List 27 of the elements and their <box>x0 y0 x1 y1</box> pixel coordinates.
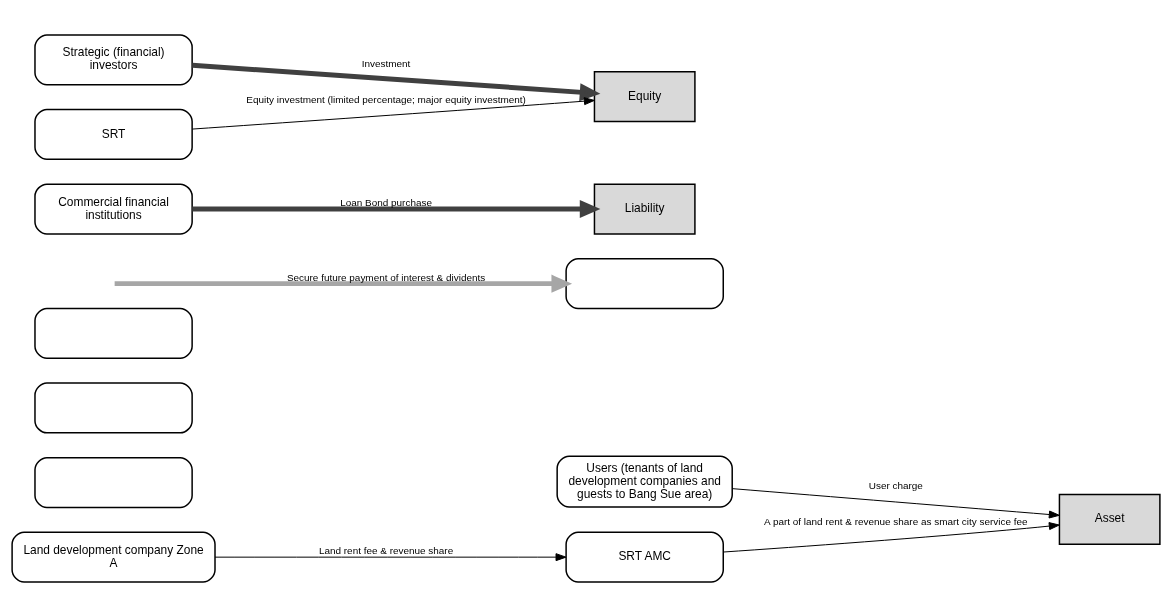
node-box: SRT <box>34 108 193 160</box>
node-box: Liability <box>593 182 696 235</box>
edge-label: User charge <box>868 479 923 491</box>
arrow <box>114 274 573 293</box>
node-box <box>34 307 193 359</box>
node-box: Users (tenants of land development companies and guests to Bang Sue area) <box>556 454 733 508</box>
edge-label: Secure future payment of interest & dividents <box>286 271 486 283</box>
node-box: Equity <box>593 70 696 122</box>
node-box: Land development company Zone A <box>11 531 216 583</box>
edge-label: Investment <box>361 57 411 69</box>
node-box: Commercial financial institutions <box>34 182 193 235</box>
arrow <box>214 552 567 561</box>
arrow <box>192 199 601 218</box>
edge-label: A part of land rent & revenue share as smart city service fee <box>764 515 1028 527</box>
arrow <box>191 96 595 130</box>
node-box: Strategic (financial) investors <box>34 33 193 85</box>
edge-label: Land rent fee & revenue share <box>318 544 454 556</box>
node-box <box>565 257 724 309</box>
node-box <box>34 381 193 434</box>
node-box: Asset <box>1058 493 1161 545</box>
node-box: SRT AMC <box>565 531 724 583</box>
edge-label: Equity investment (limited percentage; major equity investment) <box>246 93 526 105</box>
arrow <box>731 487 1060 518</box>
edge-label: Loan Bond purchase <box>340 196 432 208</box>
arrow <box>192 62 601 101</box>
node-box <box>34 456 193 508</box>
arrow <box>722 521 1060 552</box>
